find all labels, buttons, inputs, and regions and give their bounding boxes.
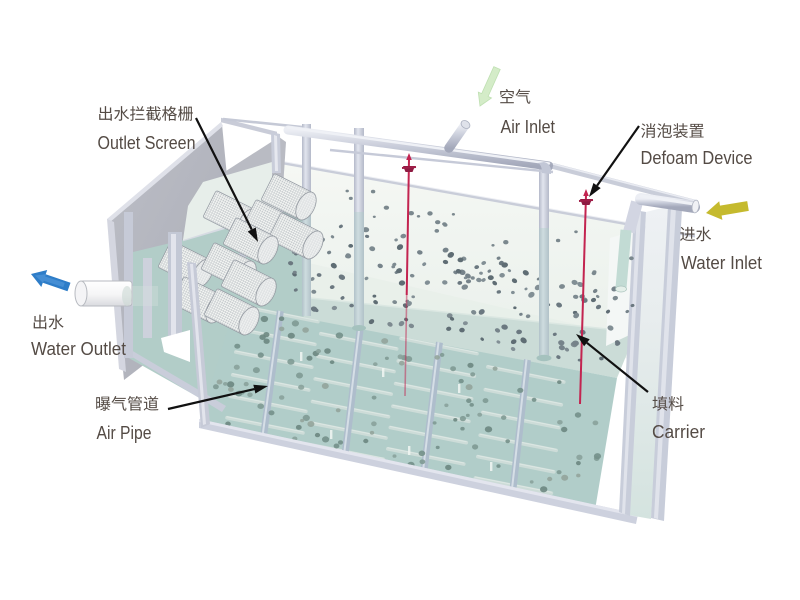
svg-text:Water Outlet: Water Outlet: [31, 339, 126, 359]
svg-text:Air Inlet: Air Inlet: [501, 117, 556, 137]
svg-text:Water Inlet: Water Inlet: [681, 253, 762, 273]
svg-text:Air Pipe: Air Pipe: [97, 423, 152, 443]
svg-text:Outlet Screen: Outlet Screen: [98, 133, 196, 153]
svg-text:Defoam Device: Defoam Device: [641, 148, 753, 168]
svg-text:Carrier: Carrier: [652, 422, 705, 442]
